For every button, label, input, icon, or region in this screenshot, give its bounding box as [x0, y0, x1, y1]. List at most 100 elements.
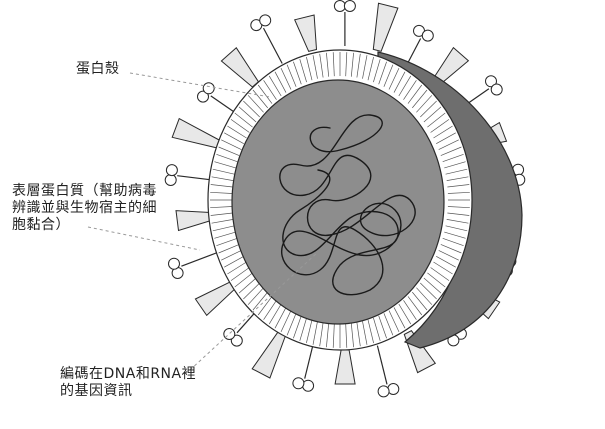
protein-head — [292, 377, 305, 390]
membrane-stripe — [403, 300, 417, 320]
membrane-stripe — [350, 52, 354, 77]
membrane-stripe — [436, 255, 456, 268]
membrane-stripe — [221, 139, 242, 150]
genetic-material-label-line: 編碼在DNA和RNA裡 — [60, 366, 197, 382]
membrane-stripes — [210, 52, 470, 348]
membrane-stripe — [326, 323, 330, 348]
membrane-stripe — [238, 277, 257, 294]
membrane-stripe — [299, 317, 307, 341]
membrane-stripe — [293, 61, 302, 85]
membrane-stripe — [210, 206, 233, 209]
protein-head — [168, 257, 180, 270]
membrane-stripe — [388, 67, 400, 90]
surface-protein-label-line: 表層蛋白質（幫助病毒 — [12, 183, 157, 199]
membrane-stripe — [212, 168, 235, 175]
membrane-stripe — [227, 261, 247, 275]
genetic-material-label: 編碼在DNA和RNA裡 的基因資訊 — [60, 366, 196, 400]
membrane-stripe — [393, 307, 406, 329]
membrane-stripe — [445, 168, 468, 175]
membrane-stripe — [430, 267, 450, 281]
membrane-stripe — [319, 322, 324, 347]
membrane-stripe — [378, 61, 387, 85]
membrane-stripe — [440, 244, 462, 254]
genetic-material — [279, 114, 416, 296]
membrane-stripe — [274, 71, 287, 93]
membrane-stripe — [398, 303, 412, 325]
membrane-stripe — [252, 89, 268, 109]
membrane-stripe — [436, 132, 456, 145]
membrane-stripe — [216, 237, 238, 247]
membrane-stripe — [362, 321, 368, 345]
membrane-stripe — [263, 300, 277, 320]
surface-protein-label-line: 胞黏合） — [12, 217, 70, 233]
surface-protein-spike — [372, 2, 399, 52]
capsid-label: 蛋白殼 — [76, 61, 120, 77]
membrane-stripe — [286, 313, 297, 336]
membrane-stripe — [445, 225, 468, 232]
protein-head — [421, 29, 434, 42]
protein-stalk — [210, 95, 235, 113]
membrane-stripe — [210, 191, 233, 194]
protein-stalk — [407, 38, 422, 64]
membrane-stripe — [257, 296, 273, 316]
surface-protein-leader — [87, 226, 201, 251]
membrane-stripe — [252, 291, 268, 311]
membrane-stripe — [257, 84, 273, 104]
membrane-stripe — [306, 319, 313, 344]
membrane-stripe — [383, 313, 394, 336]
protein-head — [259, 14, 272, 27]
membrane-stripe — [420, 100, 437, 118]
membrane-stripe — [227, 125, 247, 139]
membrane-stripe — [398, 75, 412, 97]
protein-head — [387, 383, 400, 395]
membrane-stripe — [274, 307, 287, 329]
membrane-stripe — [293, 315, 302, 339]
membrane-stripe — [332, 52, 335, 77]
protein-head — [485, 75, 497, 88]
membrane-stripe — [403, 80, 417, 100]
surface-protein-spike — [171, 117, 221, 149]
protein-head — [490, 83, 503, 96]
membrane-stripe — [247, 95, 264, 113]
protein-head — [302, 379, 315, 392]
membrane-stripe — [238, 106, 257, 123]
membrane-stripe — [442, 153, 464, 163]
membrane-stripe — [247, 287, 264, 305]
protein-head — [333, 0, 346, 12]
membrane-stripe — [412, 89, 428, 109]
membrane-stripe — [442, 237, 464, 247]
protein-head — [197, 90, 209, 103]
membrane-stripe — [356, 53, 361, 78]
membrane-stripe — [373, 59, 381, 83]
membrane-stripe — [319, 53, 324, 78]
membrane-stripe — [427, 272, 446, 288]
membrane-stripe — [345, 52, 348, 77]
protein-stalk — [177, 175, 212, 181]
membrane-stripe — [427, 112, 446, 128]
membrane-stripe — [268, 75, 282, 97]
membrane-stripe — [214, 161, 236, 169]
membrane-stripe — [299, 59, 307, 83]
membrane-stripe — [212, 225, 235, 232]
protein-stalk — [262, 27, 283, 64]
membrane-stripe — [367, 56, 374, 81]
membrane-stripe — [224, 255, 244, 268]
membrane-stripe — [312, 55, 318, 79]
membrane-stripe — [420, 282, 437, 300]
membrane-stripe — [221, 250, 242, 261]
membrane-stripe — [332, 323, 335, 348]
surface-protein-label-line: 辨識並與生物宿主的細 — [12, 200, 157, 216]
membrane-stripe — [444, 161, 466, 169]
membrane-stripe — [446, 176, 469, 181]
membrane-stripe — [230, 119, 250, 133]
membrane-stripe — [446, 219, 469, 224]
protein-head — [223, 328, 236, 340]
label-leader-lines — [87, 72, 319, 371]
membrane-stripe — [407, 296, 423, 316]
surface-protein-spike — [220, 47, 260, 88]
membrane-stripe — [423, 106, 442, 123]
protein-stalk — [376, 345, 388, 385]
protein-stalk — [181, 251, 220, 267]
surface-protein-spike — [194, 280, 237, 317]
protein-head — [202, 82, 215, 95]
